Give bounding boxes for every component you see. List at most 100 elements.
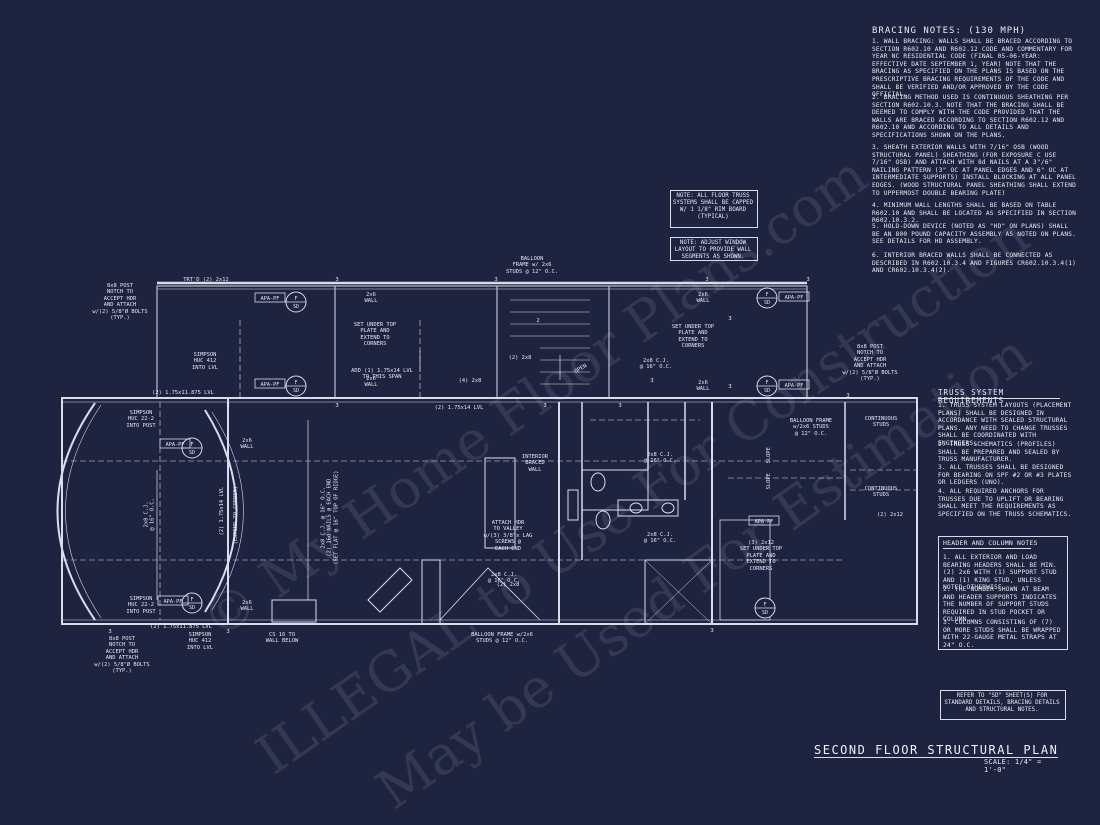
svg-text:F: F [294, 296, 297, 302]
label-lvl-left-top: (2) 1.75x11.875 LVL [152, 390, 214, 396]
truss-note-4: 4. ALL REQUIRED ANCHORS FOR TRUSSES DUE … [938, 488, 1072, 518]
label-attach-hdr: ATTACH HDR TO VALLEY w/(3) 3/8"x LAG SCR… [483, 520, 533, 552]
svg-text:3: 3 [494, 277, 497, 283]
svg-text:APA-PF: APA-PF [164, 599, 183, 605]
svg-text:F: F [190, 442, 193, 448]
label-simpson-lvl-bottom: SIMPSON HUC 412 INTO LVL [187, 632, 213, 651]
label-continuous-bottom: CONTINUOUS STUDS [864, 486, 898, 499]
bracing-note-2: 2. BRACING METHOD USED IS CONTINUOUS SHE… [872, 94, 1073, 139]
label-set-under-mid: SET UNDER TOP PLATE AND EXTEND TO CORNER… [671, 324, 715, 350]
svg-text:3: 3 [728, 316, 731, 322]
svg-text:APA-PF: APA-PF [261, 296, 280, 302]
label-2x6-wall-3: 2x6 WALL [240, 438, 254, 451]
bracing-note-4: 4. MINIMUM WALL LENGTHS SHALL BE BASED O… [872, 202, 1081, 225]
label-lvl-left-bottom: (2) 1.75x11.875 LVL [150, 624, 212, 630]
svg-text:3: 3 [226, 629, 229, 635]
label-4-2x8: (4) 2x8 [458, 378, 482, 384]
label-lvl-mid: (2) 1.75x14 LVL [434, 405, 484, 411]
label-continuous-top: CONTINUOUS STUDS [864, 416, 898, 429]
svg-text:SD: SD [764, 300, 770, 306]
refer-note: REFER TO "SD" SHEET(S) FOR STANDARD DETA… [944, 693, 1064, 713]
svg-text:APA-PF: APA-PF [785, 295, 804, 301]
sheet-title: SECOND FLOOR STRUCTURAL PLAN [814, 743, 1059, 757]
label-cj-small-4: 2x8 C.J. @ 16" O.C. [487, 572, 521, 585]
label-2x6-wall-2: 2x6 WALL [364, 376, 378, 389]
svg-text:3: 3 [710, 628, 713, 634]
label-lvl-vertical: (2) 1.75x14 LVL [218, 486, 225, 536]
label-simpson-hanger-top: SIMPSON HUC 22-2 INTO POST [126, 410, 156, 429]
label-2x6-wall-5: 2x6 WALL [696, 292, 710, 305]
label-2-2x12: (2) 2x12 [877, 512, 903, 518]
svg-text:3: 3 [108, 629, 111, 635]
svg-text:F: F [765, 380, 768, 386]
bracing-note-3: 3. SHEATH EXTERIOR WALLS WITH 7/16" OSB … [872, 144, 1081, 197]
svg-text:SD: SD [764, 388, 770, 394]
label-cj-small-2: 2x8 C.J. @ 16" O.C. [643, 452, 677, 465]
svg-text:F: F [763, 602, 766, 608]
label-cj-center: 2x8 C.J. @ 16" O.C. (2) 16d NAILS @ EACH… [320, 470, 340, 565]
window-note-box [670, 237, 758, 261]
label-balloon-bottom: BALLOON FRAME w/2x6 STUDS @ 12" O.C. [471, 632, 533, 645]
stair-area [496, 285, 610, 399]
post-note-right: 8x8 POST NOTCH TO ACCEPT HDR AND ATTACH … [842, 344, 898, 383]
label-2x6-wall-1: 2x6 WALL [364, 292, 378, 305]
truss-heading: TRUSS SYSTEM REQUIREMENTS [938, 388, 1010, 405]
svg-text:SD: SD [189, 605, 195, 611]
bracing-heading: BRACING NOTES: (130 MPH) [872, 26, 1027, 36]
svg-text:3: 3 [728, 384, 731, 390]
label-cs16: CS 16 TO WALL BELOW [265, 632, 299, 645]
bracing-note-5: 5. HOLD-DOWN DEVICE (NOTED AS "HD" ON PL… [872, 223, 1081, 246]
svg-text:3: 3 [806, 277, 809, 283]
svg-text:F: F [294, 380, 297, 386]
label-2x6-wall-6: 2x6 WALL [696, 380, 710, 393]
upper-left-room [156, 285, 336, 399]
svg-text:3: 3 [543, 403, 546, 409]
truss-heading-rule [938, 398, 1060, 399]
label-2x6-wall-4: 2x6 WALL [240, 600, 254, 613]
floor-truss-note: NOTE: ALL FLOOR TRUSS SYSTEMS SHALL BE C… [672, 193, 757, 220]
svg-text:3: 3 [705, 277, 708, 283]
window-note: NOTE: ADJUST WINDOW LAYOUT TO PROVIDE WA… [674, 240, 755, 260]
svg-text:SD: SD [293, 388, 299, 394]
svg-text:3: 3 [846, 393, 849, 399]
bay-window [56, 402, 96, 621]
bracing-note-6: 6. INTERIOR BRACED WALLS SHALL BE CONNEC… [872, 252, 1081, 275]
label-trtd: TRT'D (2) 2x12 [183, 277, 229, 283]
post-note-left-bottom: 8x8 POST NOTCH TO ACCEPT HDR AND ATTACH … [94, 636, 150, 675]
post-note-left-top: 8x8 POST NOTCH TO ACCEPT HDR AND ATTACH … [92, 283, 148, 322]
header-column-rule [943, 548, 1031, 549]
label-cj-left: 2x8 C.J. @ 16" O.C. [143, 498, 156, 531]
svg-text:3: 3 [618, 403, 621, 409]
truss-note-3: 3. ALL TRUSSES SHALL BE DESIGNED FOR BEA… [938, 464, 1076, 487]
svg-text:SD: SD [189, 450, 195, 456]
truss-note-2: 2. TRUSS SCHEMATICS (PROFILES) SHALL BE … [938, 441, 1064, 464]
vault-arc [204, 409, 238, 613]
header-column-box [938, 536, 1068, 650]
label-add-lvl: ADD (1) 1.75x14 LVL TO THIS SPAN [351, 368, 413, 381]
label-balloon-top: BALLOON FRAME w/ 2x6 STUDS @ 12" O.C. [506, 256, 558, 275]
header-column-note-2: 2. THE NUMBER SHOWN AT BEAM AND HEADER S… [943, 586, 1061, 624]
label-cj-small-3: 2x8 C.J. @ 16" O.C. [643, 532, 677, 545]
label-slope-2: SLOPE [765, 473, 772, 490]
header-column-note-3: 3. COLUMNS CONSISTING OF (7) OR MORE STU… [943, 619, 1065, 649]
sheet-title-rule [814, 757, 1058, 758]
label-2-2x8-upper: (2) 2x8 [508, 355, 532, 361]
label-simpson-lvl-top: SIMPSON HUC 412 INTO LVL [192, 352, 218, 371]
svg-text:F: F [765, 292, 768, 298]
label-balloon-right: BALLOON FRAME w/2x6 STUDS @ 12" O.C. [789, 418, 833, 437]
svg-text:APA-PF: APA-PF [755, 519, 774, 525]
svg-text:APA-PF: APA-PF [166, 442, 185, 448]
floor-truss-note-box [670, 190, 758, 228]
label-simpson-hanger-bottom: SIMPSON HUC 22-2 INTO POST [126, 596, 156, 615]
truss-note-1: 1. TRUSS SYSTEM LAYOUTS (PLACEMENT PLANS… [938, 402, 1076, 447]
bracing-note-1: 1. WALL BRACING: WALLS SHALL BE BRACED A… [872, 38, 1077, 99]
main-body [61, 397, 918, 625]
label-extend-corner: (EXTEND TO CORNER) [232, 486, 239, 545]
svg-text:3: 3 [335, 403, 338, 409]
svg-text:3: 3 [226, 403, 229, 409]
svg-text:3: 3 [650, 378, 653, 384]
svg-text:SD: SD [762, 610, 768, 616]
label-set-under-right: (3) 2x12 SET UNDER TOP PLATE AND EXTEND … [739, 540, 783, 572]
